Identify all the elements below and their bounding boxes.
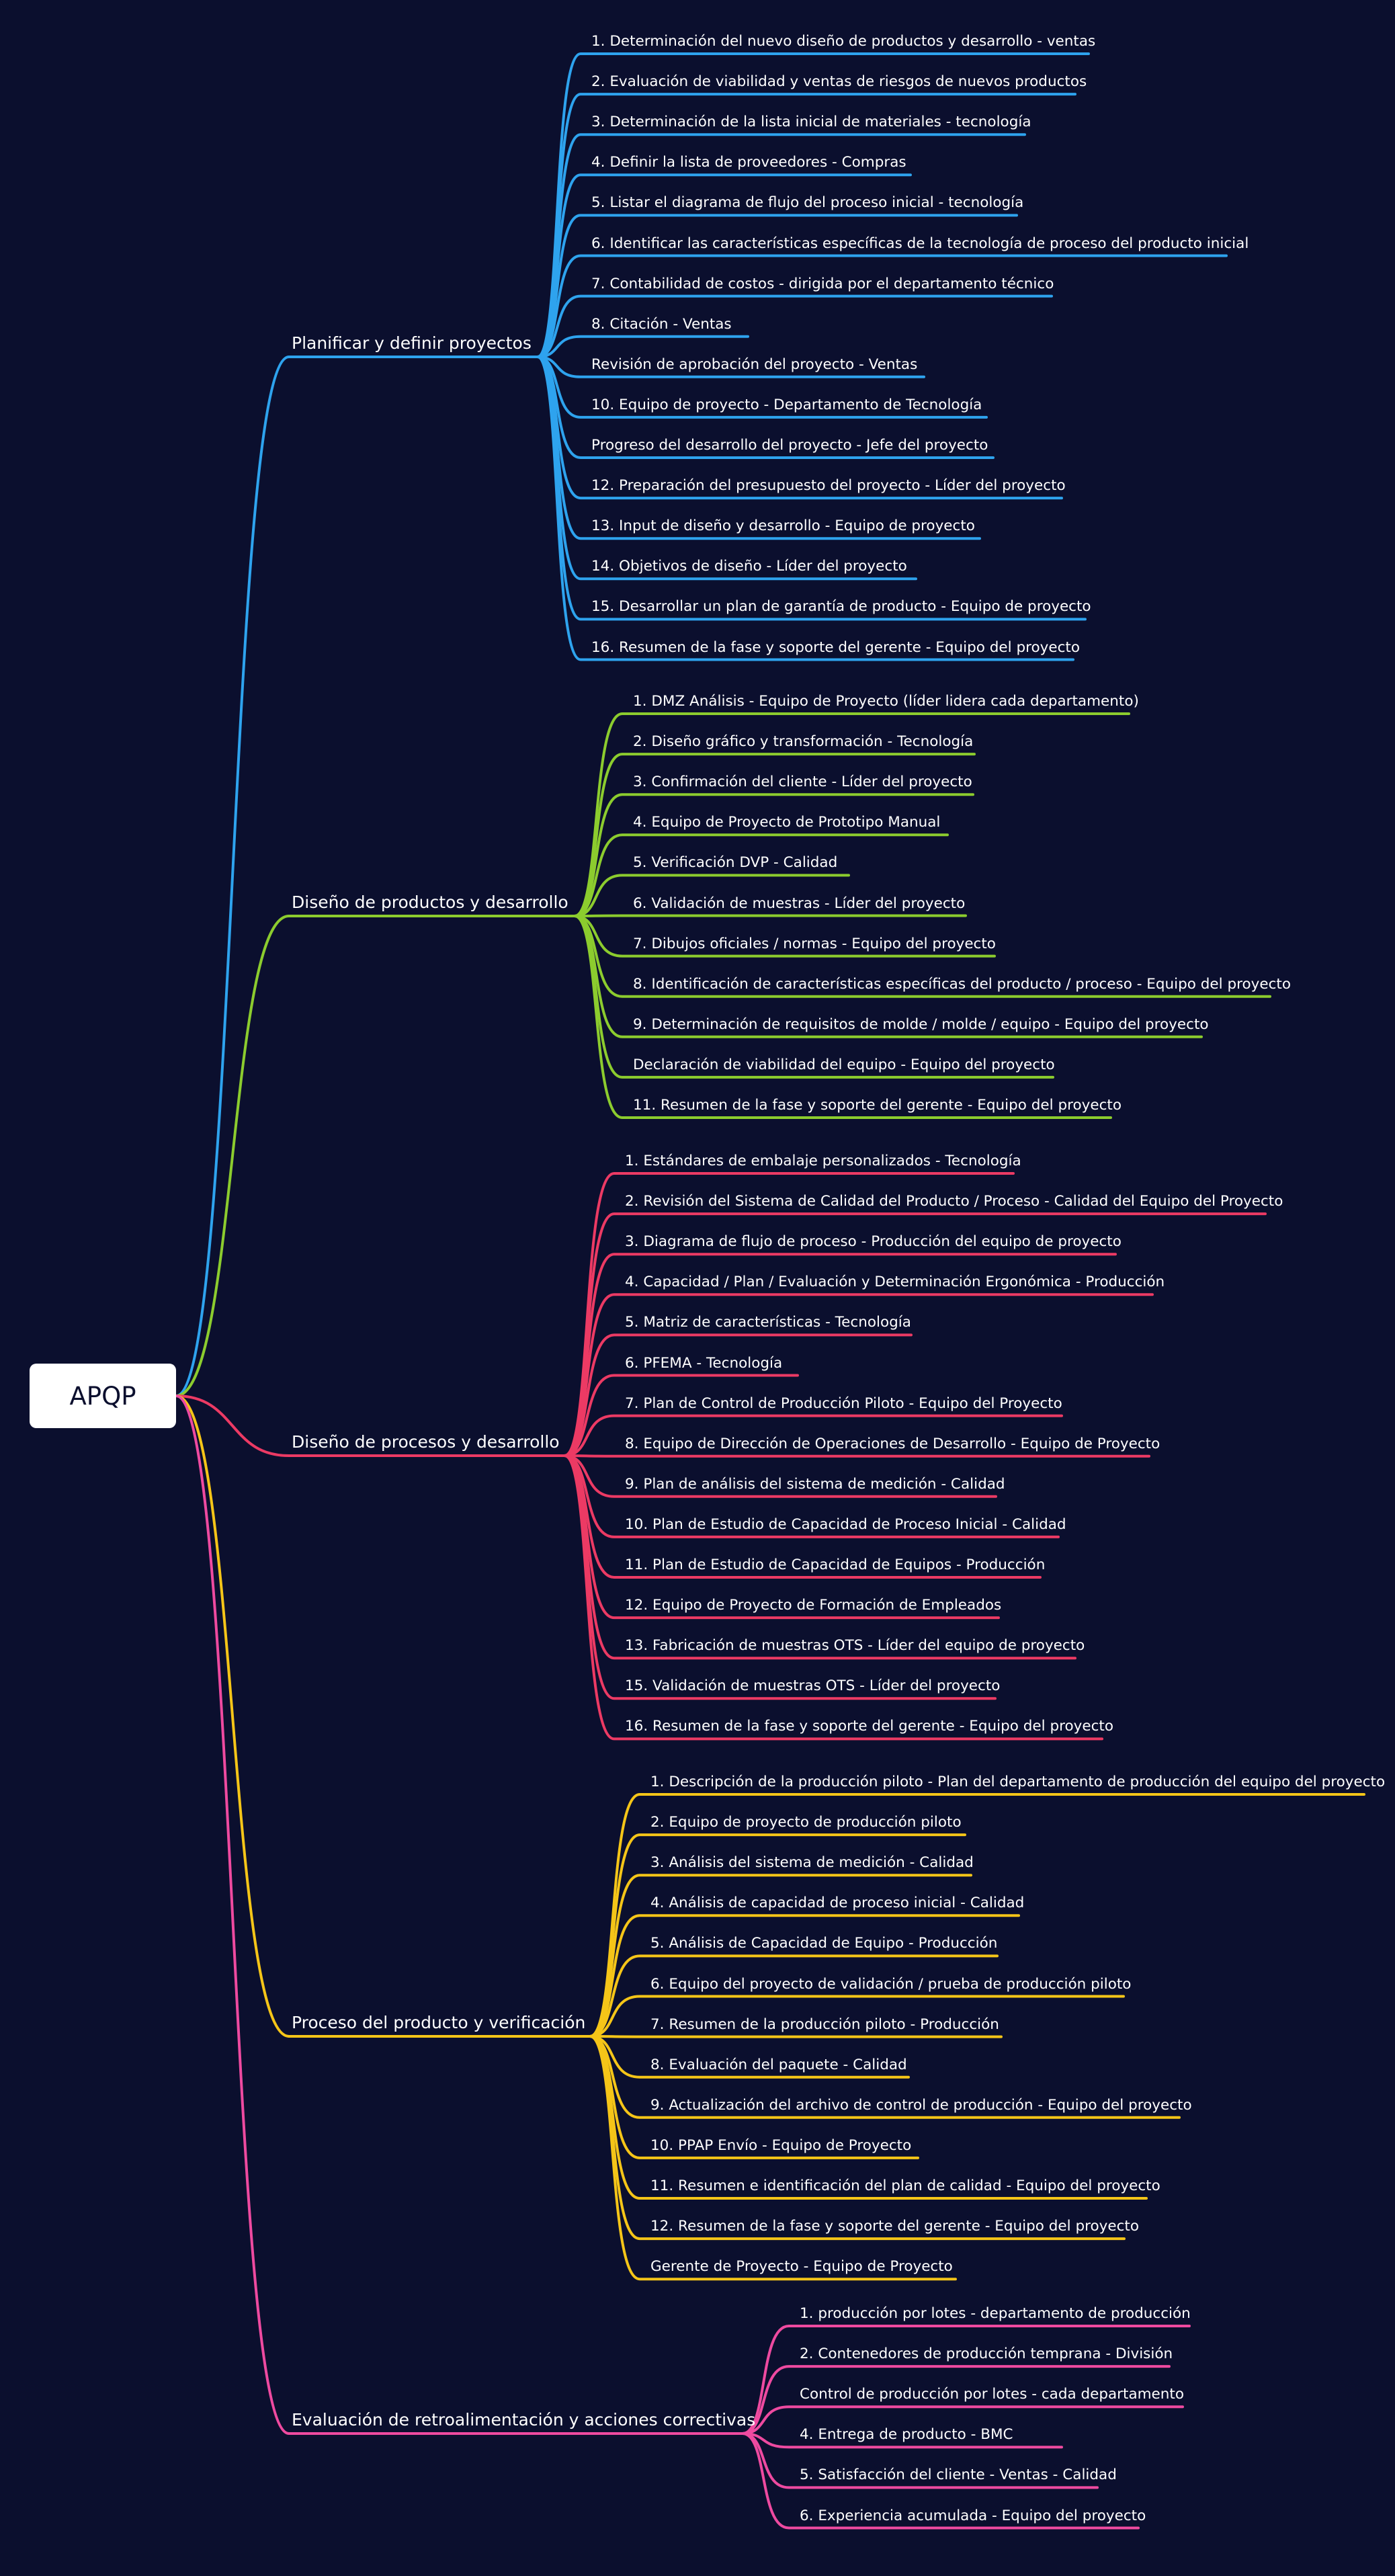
- leaf-node[interactable]: 16. Resumen de la fase y soporte del ger…: [625, 1718, 1113, 1735]
- leaf-node[interactable]: 5. Verificación DVP - Calidad: [633, 854, 838, 872]
- leaf-node[interactable]: 4. Definir la lista de proveedores - Com…: [591, 154, 906, 171]
- leaf-node[interactable]: 8. Equipo de Dirección de Operaciones de…: [625, 1435, 1160, 1452]
- leaf-node[interactable]: 11. Resumen e identificación del plan de…: [650, 2177, 1160, 2194]
- leaf-node[interactable]: 6. PFEMA - Tecnología: [625, 1354, 783, 1372]
- leaf-node[interactable]: 10. PPAP Envío - Equipo de Proyecto: [650, 2136, 912, 2154]
- leaf-node[interactable]: 4. Análisis de capacidad de proceso inic…: [650, 1895, 1025, 1912]
- leaf-node[interactable]: 10. Equipo de proyecto - Departamento de…: [591, 396, 982, 413]
- leaf-node[interactable]: 1. Descripción de la producción piloto -…: [650, 1774, 1386, 1790]
- leaf-node[interactable]: 2. Equipo de proyecto de producción pilo…: [650, 1814, 962, 1831]
- leaf-node[interactable]: 3. Análisis del sistema de medición - Ca…: [650, 1854, 974, 1872]
- leaf-node[interactable]: 15. Desarrollar un plan de garantía de p…: [591, 598, 1091, 616]
- leaf-node[interactable]: 4. Capacidad / Plan / Evaluación y Deter…: [625, 1274, 1165, 1291]
- leaf-node[interactable]: 6. Equipo del proyecto de validación / p…: [650, 1975, 1132, 1993]
- leaf-node[interactable]: 7. Dibujos oficiales / normas - Equipo d…: [633, 935, 996, 952]
- leaf-node[interactable]: 6. Validación de muestras - Líder del pr…: [633, 895, 966, 912]
- root-label: APQP: [69, 1381, 136, 1411]
- leaf-node[interactable]: 11. Resumen de la fase y soporte del ger…: [633, 1097, 1122, 1114]
- leaf-connector: [563, 1414, 1063, 1457]
- leaf-node[interactable]: 5. Análisis de Capacidad de Equipo - Pro…: [650, 1935, 998, 1952]
- leaf-node[interactable]: 9. Determinación de requisitos de molde …: [633, 1015, 1209, 1033]
- leaf-node[interactable]: 12. Equipo de Proyecto de Formación de E…: [625, 1597, 1002, 1614]
- leaf-connector: [573, 915, 1112, 1119]
- branch-node[interactable]: Diseño de productos y desarrollo: [292, 892, 568, 912]
- leaf-node[interactable]: Progreso del desarrollo del proyecto - J…: [591, 437, 988, 454]
- leaf-node[interactable]: 5. Listar el diagrama de flujo del proce…: [591, 194, 1024, 212]
- leaf-connector: [741, 2325, 1191, 2435]
- leaf-node[interactable]: Declaración de viabilidad del equipo - E…: [633, 1056, 1055, 1073]
- leaf-connector: [589, 1995, 1125, 2038]
- branch-node[interactable]: Diseño de procesos y desarrollo: [292, 1432, 560, 1452]
- leaf-node[interactable]: 1. Estándares de embalaje personalizados…: [625, 1153, 1021, 1169]
- leaf-node[interactable]: 9. Actualización del archivo de control …: [650, 2096, 1192, 2114]
- leaf-connector: [536, 356, 917, 581]
- leaf-node[interactable]: 1. producción por lotes - departamento d…: [800, 2305, 1191, 2322]
- leaf-node[interactable]: 13. Input de diseño y desarrollo - Equip…: [591, 517, 975, 535]
- leaf-connector: [589, 1954, 999, 2038]
- leaf-node[interactable]: 8. Identificación de características esp…: [633, 975, 1291, 993]
- leaf-node[interactable]: 9. Plan de análisis del sistema de medic…: [625, 1475, 1005, 1493]
- leaf-node[interactable]: 15. Validación de muestras OTS - Líder d…: [625, 1677, 1001, 1695]
- root-branch-connector: [175, 356, 290, 1397]
- leaf-node[interactable]: 1. DMZ Análisis - Equipo de Proyecto (lí…: [633, 693, 1139, 710]
- leaf-connector: [563, 1374, 799, 1457]
- leaf-connector: [536, 356, 1074, 661]
- leaf-node[interactable]: 2. Contenedores de producción temprana -…: [800, 2345, 1173, 2363]
- root-branch-connector: [175, 1395, 290, 2435]
- leaf-connector: [563, 1454, 1103, 1741]
- leaf-node[interactable]: 7. Plan de Control de Producción Piloto …: [625, 1395, 1062, 1412]
- leaf-node[interactable]: 4. Entrega de producto - BMC: [800, 2426, 1013, 2444]
- leaf-node[interactable]: 16. Resumen de la fase y soporte del ger…: [591, 638, 1080, 656]
- leaf-connector: [589, 2035, 1003, 2038]
- leaf-node[interactable]: 8. Citación - Ventas: [591, 315, 732, 333]
- leaf-connector: [536, 335, 749, 358]
- leaf-connector: [536, 294, 1053, 358]
- leaf-node[interactable]: 12. Preparación del presupuesto del proy…: [591, 477, 1066, 495]
- leaf-node[interactable]: 10. Plan de Estudio de Capacidad de Proc…: [625, 1515, 1066, 1533]
- leaf-node[interactable]: Control de producción por lotes - cada d…: [800, 2386, 1184, 2403]
- leaf-node[interactable]: 6. Experiencia acumulada - Equipo del pr…: [800, 2507, 1146, 2524]
- root-branch-connector: [175, 1395, 290, 1457]
- leaf-connector: [573, 793, 974, 917]
- branch-node[interactable]: Planificar y definir proyectos: [292, 333, 532, 353]
- root-branch-connector: [175, 915, 290, 1397]
- leaf-node[interactable]: 3. Determinación de la lista inicial de …: [591, 114, 1031, 131]
- root-branch-connector: [175, 1395, 290, 2038]
- leaf-node[interactable]: 4. Equipo de Proyecto de Prototipo Manua…: [633, 814, 941, 831]
- leaf-node[interactable]: Revisión de aprobación del proyecto - Ve…: [591, 356, 918, 373]
- leaf-node[interactable]: 6. Identificar las características espec…: [591, 235, 1249, 252]
- root-node[interactable]: APQP: [30, 1364, 176, 1428]
- leaf-connector: [741, 2432, 1140, 2530]
- leaf-connector: [563, 1333, 913, 1457]
- leaf-node[interactable]: Gerente de Proyecto - Equipo de Proyecto: [650, 2258, 953, 2276]
- leaf-connector: [589, 2035, 957, 2281]
- leaf-node[interactable]: 13. Fabricación de muestras OTS - Líder …: [625, 1637, 1085, 1655]
- leaf-node[interactable]: 5. Matriz de características - Tecnologí…: [625, 1314, 911, 1331]
- leaf-node[interactable]: 2. Revisión del Sistema de Calidad del P…: [625, 1193, 1283, 1210]
- branch-node[interactable]: Proceso del producto y verificación: [292, 2013, 586, 2032]
- branch-node[interactable]: Evaluación de retroalimentación y accion…: [292, 2410, 756, 2429]
- leaf-connector: [573, 914, 967, 917]
- leaf-node[interactable]: 11. Plan de Estudio de Capacidad de Equi…: [625, 1556, 1046, 1573]
- leaf-node[interactable]: 3. Diagrama de flujo de proceso - Produc…: [625, 1233, 1122, 1251]
- leaf-node[interactable]: 14. Objetivos de diseño - Líder del proy…: [591, 558, 907, 575]
- leaf-connector: [741, 2405, 1184, 2435]
- leaf-connector: [573, 874, 850, 917]
- leaf-connector: [589, 1914, 1020, 2038]
- leaf-node[interactable]: 2. Diseño gráfico y transformación - Tec…: [633, 733, 974, 751]
- leaf-node[interactable]: 7. Resumen de la producción piloto - Pro…: [650, 2016, 999, 2033]
- leaf-node[interactable]: 2. Evaluación de viabilidad y ventas de …: [591, 73, 1087, 91]
- leaf-connector: [536, 254, 1228, 358]
- leaf-connector: [573, 833, 949, 917]
- leaf-node[interactable]: 7. Contabilidad de costos - dirigida por…: [591, 275, 1054, 292]
- leaf-node[interactable]: 3. Confirmación del cliente - Líder del …: [633, 774, 972, 791]
- leaf-node[interactable]: 12. Resumen de la fase y soporte del ger…: [650, 2218, 1139, 2235]
- leaf-connector: [741, 2365, 1171, 2435]
- leaf-node[interactable]: 1. Determinación del nuevo diseño de pro…: [591, 33, 1096, 50]
- leaf-node[interactable]: 8. Evaluación del paquete - Calidad: [650, 2056, 907, 2073]
- leaf-node[interactable]: 5. Satisfacción del cliente - Ventas - C…: [800, 2466, 1117, 2484]
